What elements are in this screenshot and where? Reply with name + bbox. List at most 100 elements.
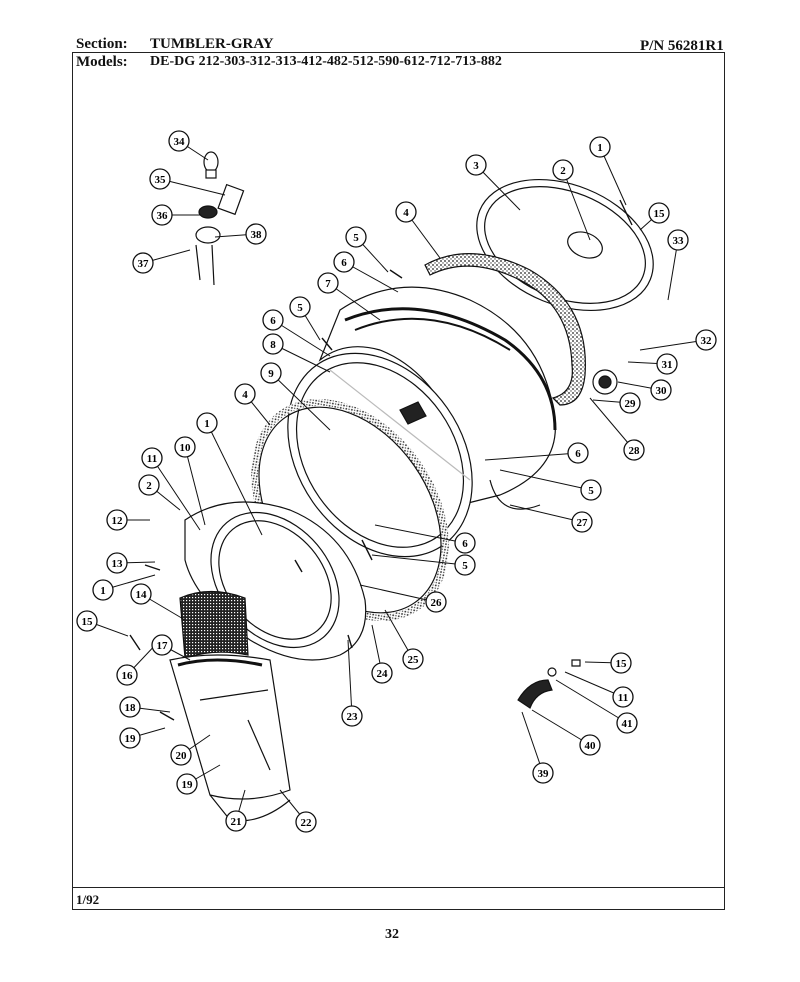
callout-14: 14 (130, 583, 152, 605)
callout-13: 13 (106, 552, 128, 574)
callout-circle (656, 353, 678, 375)
callout-circle (92, 579, 114, 601)
callout-leader-line (521, 711, 544, 774)
callout-5: 5 (289, 296, 311, 318)
callout-number: 32 (701, 335, 713, 347)
callout-number: 41 (622, 718, 633, 730)
fastener-screws (129, 199, 633, 721)
callout-15: 15 (610, 652, 632, 674)
callout-circle (371, 662, 393, 684)
callout-8: 8 (262, 333, 284, 355)
callout-number: 13 (112, 558, 124, 570)
callout-leader-line (206, 422, 263, 536)
callout-circle (149, 168, 171, 190)
idler-pulley-part (592, 369, 618, 395)
callout-37: 37 (132, 252, 154, 274)
callout-number: 1 (100, 585, 106, 597)
callout-circle (168, 130, 190, 152)
callout-5: 5 (345, 226, 367, 248)
models-label: Models: (76, 54, 128, 70)
callout-circle (612, 686, 634, 708)
lint-screen-part (179, 590, 249, 659)
callout-number: 4 (403, 207, 409, 219)
door-panel-part (169, 654, 291, 822)
lamp-assembly-part (195, 151, 245, 286)
callout-23: 23 (341, 705, 363, 727)
callout-5: 5 (454, 554, 476, 576)
callout-6: 6 (262, 309, 284, 331)
callout-40: 40 (579, 734, 601, 756)
callout-circle (295, 811, 317, 833)
callout-number: 23 (347, 711, 359, 723)
callout-33: 33 (667, 229, 689, 251)
callout-circle (196, 412, 218, 434)
callout-circle (345, 226, 367, 248)
callout-circle (579, 734, 601, 756)
callout-circle (289, 296, 311, 318)
callout-leader-line (371, 554, 466, 566)
callout-9: 9 (260, 362, 282, 384)
callout-circle (151, 204, 173, 226)
callout-32: 32 (695, 329, 717, 351)
callout-number: 5 (297, 302, 303, 314)
callout-leader-line (499, 469, 592, 491)
callout-leader-line (509, 504, 583, 523)
callout-circle (395, 201, 417, 223)
callout-number: 19 (182, 779, 194, 791)
callout-number: 24 (377, 668, 389, 680)
callout-circle (580, 479, 602, 501)
callout-circle (650, 379, 672, 401)
callout-circle (648, 202, 670, 224)
callout-38: 38 (245, 223, 267, 245)
callout-number: 18 (125, 702, 137, 714)
callout-number: 15 (616, 658, 628, 670)
callout-circle (619, 392, 641, 414)
callout-1: 1 (589, 136, 611, 158)
callout-number: 37 (138, 258, 150, 270)
callout-number: 9 (268, 368, 274, 380)
callout-circle (454, 554, 476, 576)
callout-circle (130, 583, 152, 605)
callout-11: 11 (141, 447, 163, 469)
callout-leader-line (159, 178, 226, 196)
callout-number: 1 (204, 418, 210, 430)
callout-number: 35 (155, 174, 167, 186)
callout-3: 3 (465, 154, 487, 176)
callout-11: 11 (612, 686, 634, 708)
callout-number: 30 (656, 385, 668, 397)
callout-circle (333, 251, 355, 273)
footer-divider (72, 887, 725, 888)
callout-2: 2 (138, 474, 160, 496)
callout-20: 20 (170, 744, 192, 766)
callout-circle (106, 509, 128, 531)
callout-1: 1 (92, 579, 114, 601)
callout-circle (317, 272, 339, 294)
callout-circle (116, 664, 138, 686)
callout-circle (132, 252, 154, 274)
callout-number: 6 (341, 257, 347, 269)
callout-number: 29 (625, 398, 637, 410)
callout-circle (245, 223, 267, 245)
callout-number: 12 (112, 515, 124, 527)
callout-number: 26 (431, 597, 443, 609)
diagram-frame (72, 52, 725, 910)
callout-leader-line (347, 639, 353, 717)
callout-35: 35 (149, 168, 171, 190)
callout-31: 31 (656, 353, 678, 375)
callout-number: 10 (180, 442, 192, 454)
callout-number: 6 (462, 538, 468, 550)
callout-leader-line (562, 169, 591, 241)
callout-circle (174, 436, 196, 458)
callout-6: 6 (567, 442, 589, 464)
callout-15: 15 (648, 202, 670, 224)
callout-34: 34 (168, 130, 190, 152)
callout-circle (567, 442, 589, 464)
callout-41: 41 (616, 712, 638, 734)
callout-circle (119, 727, 141, 749)
callout-circle (589, 136, 611, 158)
callout-circle (234, 383, 256, 405)
callout-circle (260, 362, 282, 384)
callout-circle (106, 552, 128, 574)
callout-number: 22 (301, 817, 313, 829)
